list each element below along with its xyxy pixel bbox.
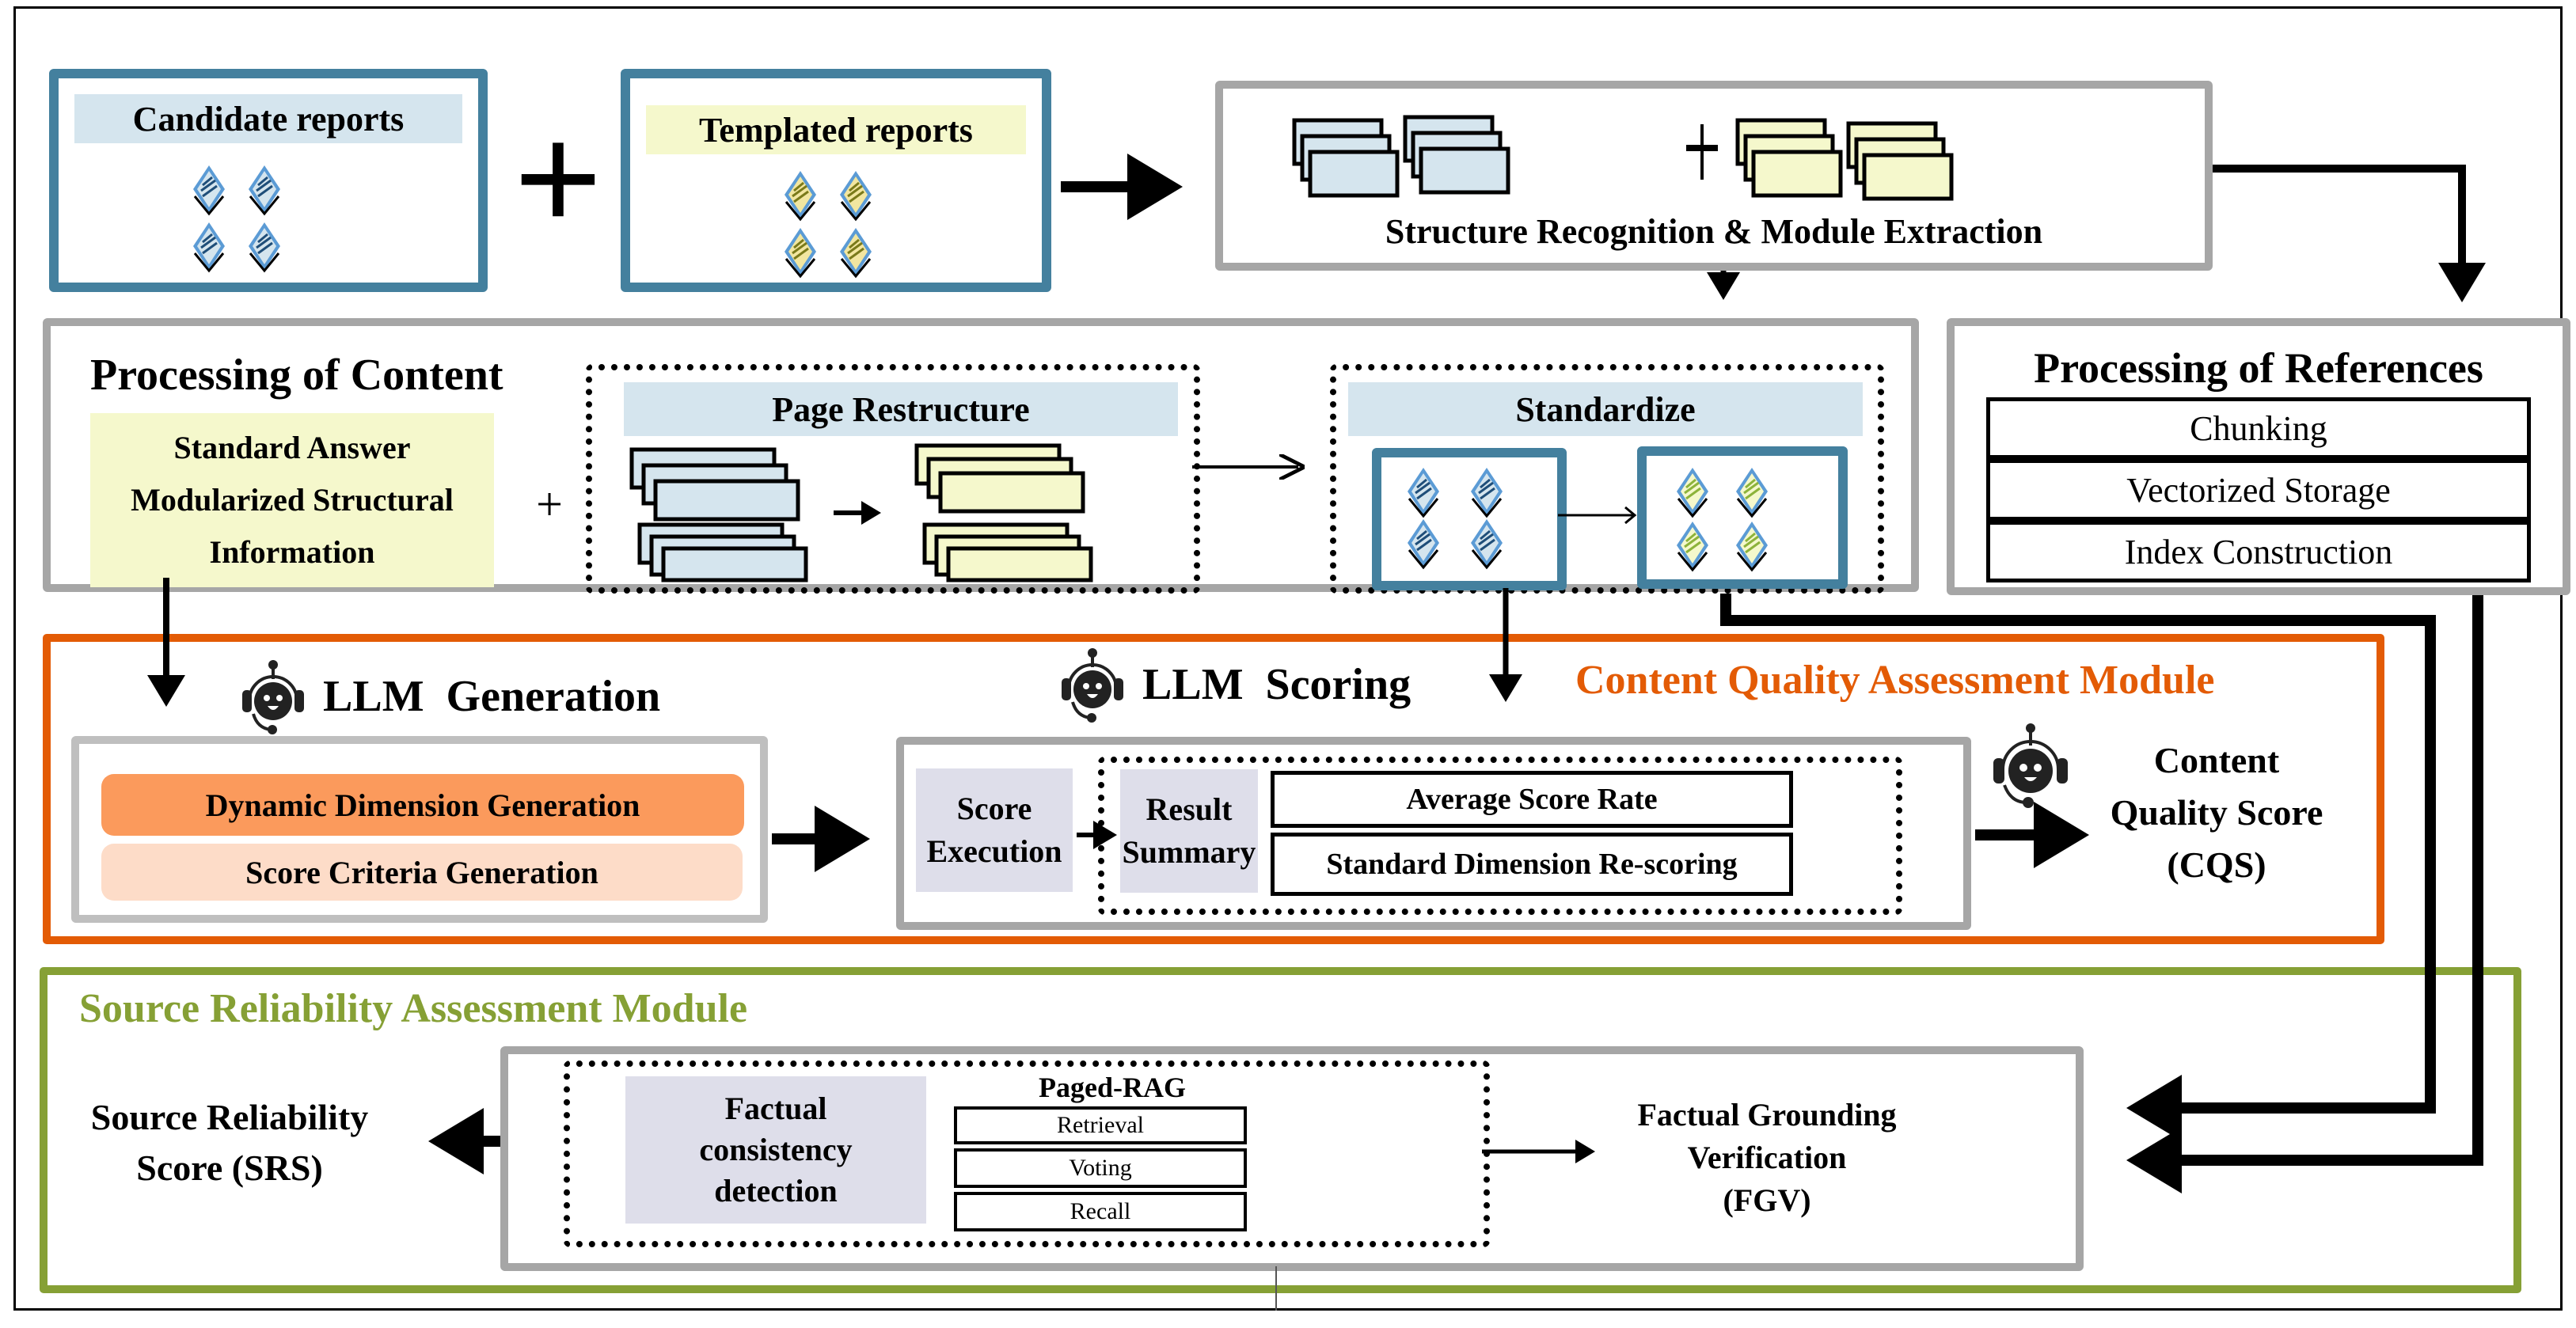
result-summary-box: Result Summary (1120, 769, 1258, 893)
srs-line-2: Score (SRS) (136, 1148, 323, 1188)
structure-recognition-box: Structure Recognition & Module Extractio… (1215, 81, 2213, 271)
average-score-rate-box: Average Score Rate (1271, 771, 1793, 828)
content-processing-title: Processing of Content (90, 351, 503, 400)
reference-processing-title: Processing of References (2034, 344, 2483, 392)
source-reliability-score-output: Source Reliability Score (SRS) (55, 1092, 404, 1193)
content-quality-module-title: Content Quality Assessment Module (1575, 658, 2215, 703)
standard-answer-box: Standard Answer Modularized Structural I… (90, 413, 494, 587)
fgv-line-3: (FGV) (1723, 1182, 1811, 1218)
dynamic-dimension-generation: Dynamic Dimension Generation (101, 774, 744, 836)
llm-scoring-label: LLM Scoring (1142, 660, 1411, 709)
templated-docs-icons (769, 167, 959, 286)
standard-answer-line-1: Standard Answer (173, 430, 411, 465)
candidate-docs-icons (177, 161, 367, 280)
llm-generation-header: LLM Generation (237, 657, 660, 736)
llm-scoring-box: Score Execution Result Summary Average S… (896, 737, 1971, 930)
source-reliability-module-title: Source Reliability Assessment Module (79, 986, 748, 1031)
fgv-box: Factual consistency detection Paged-RAG … (500, 1046, 2084, 1271)
page-restructure-label: Page Restructure (624, 382, 1178, 436)
factual-consistency-group: Factual consistency detection Paged-RAG … (564, 1061, 1490, 1247)
factual-consistency-box: Factual consistency detection (625, 1076, 926, 1224)
content-processing-box: Processing of Content Standard Answer Mo… (43, 318, 1919, 594)
reference-processing-box: Processing of References Chunking Vector… (1947, 318, 2570, 595)
templated-reports-box: Templated reports (621, 69, 1051, 292)
robot-icon (1993, 723, 2068, 808)
standard-dimension-rescoring-box: Standard Dimension Re-scoring (1271, 833, 1793, 896)
result-summary-line-1: Result (1146, 791, 1233, 827)
restructure-pages-icon (629, 443, 1093, 582)
factual-line-1: Factual (724, 1091, 827, 1126)
fgv-line-2: Verification (1687, 1140, 1847, 1175)
standardize-input-box (1372, 448, 1567, 590)
diagram-frame (13, 6, 2563, 1311)
reference-step-chunking: Chunking (1986, 397, 2531, 459)
result-summary-group: Result Summary Average Score Rate Standa… (1098, 757, 1902, 915)
standardize-label: Standardize (1348, 382, 1863, 436)
score-criteria-generation: Score Criteria Generation (101, 844, 743, 901)
page-stacks-icon (1292, 112, 1954, 201)
rag-step-recall: Recall (954, 1192, 1247, 1231)
rag-step-retrieval: Retrieval (954, 1106, 1247, 1144)
document-stack-icon (783, 169, 873, 278)
paged-rag-label: Paged-RAG (1039, 1072, 1186, 1103)
score-execution-line-1: Score (956, 791, 1032, 826)
reference-step-index-construction: Index Construction (1986, 521, 2531, 582)
llm-scoring-header: LLM Scoring (1057, 645, 1411, 724)
source-reliability-module (40, 967, 2521, 1293)
content-quality-score-output: Content Quality Score (CQS) (2090, 734, 2343, 891)
candidate-reports-box: Candidate reports (49, 69, 488, 292)
robot-icon (1062, 648, 1123, 723)
standard-answer-line-3: Information (209, 534, 375, 570)
cqs-line-2: Quality Score (2110, 792, 2323, 833)
standardize-group: Standardize (1330, 364, 1884, 594)
rag-step-voting: Voting (954, 1148, 1247, 1188)
factual-line-3: detection (714, 1173, 838, 1208)
fgv-line-1: Factual Grounding (1637, 1097, 1897, 1133)
standardize-docs-icon (1406, 466, 1769, 571)
cqs-line-1: Content (2153, 740, 2280, 780)
srs-line-1: Source Reliability (90, 1097, 369, 1137)
templated-reports-label: Templated reports (646, 105, 1026, 154)
reference-step-vectorized-storage: Vectorized Storage (1986, 459, 2531, 521)
result-summary-line-2: Summary (1122, 834, 1256, 870)
score-execution-box: Score Execution (916, 768, 1073, 892)
llm-generation-box: Dynamic Dimension Generation Score Crite… (71, 736, 768, 923)
cqs-line-3: (CQS) (2167, 844, 2266, 885)
fgv-label: Factual Grounding Verification (FGV) (1585, 1094, 1949, 1222)
document-stack-icon (192, 164, 282, 272)
standardize-output-box (1637, 446, 1848, 589)
candidate-reports-label: Candidate reports (74, 94, 462, 143)
page-restructure-group: Page Restructure (586, 364, 1200, 594)
llm-generation-label: LLM Generation (323, 672, 661, 721)
standard-answer-line-2: Modularized Structural (131, 482, 454, 518)
score-execution-line-2: Execution (926, 833, 1062, 869)
factual-line-2: consistency (699, 1132, 853, 1167)
plus-sign-small: + (536, 477, 563, 530)
robot-icon (242, 660, 304, 734)
plus-sign: + (514, 94, 602, 262)
structure-recognition-label: Structure Recognition & Module Extractio… (1385, 211, 2043, 251)
